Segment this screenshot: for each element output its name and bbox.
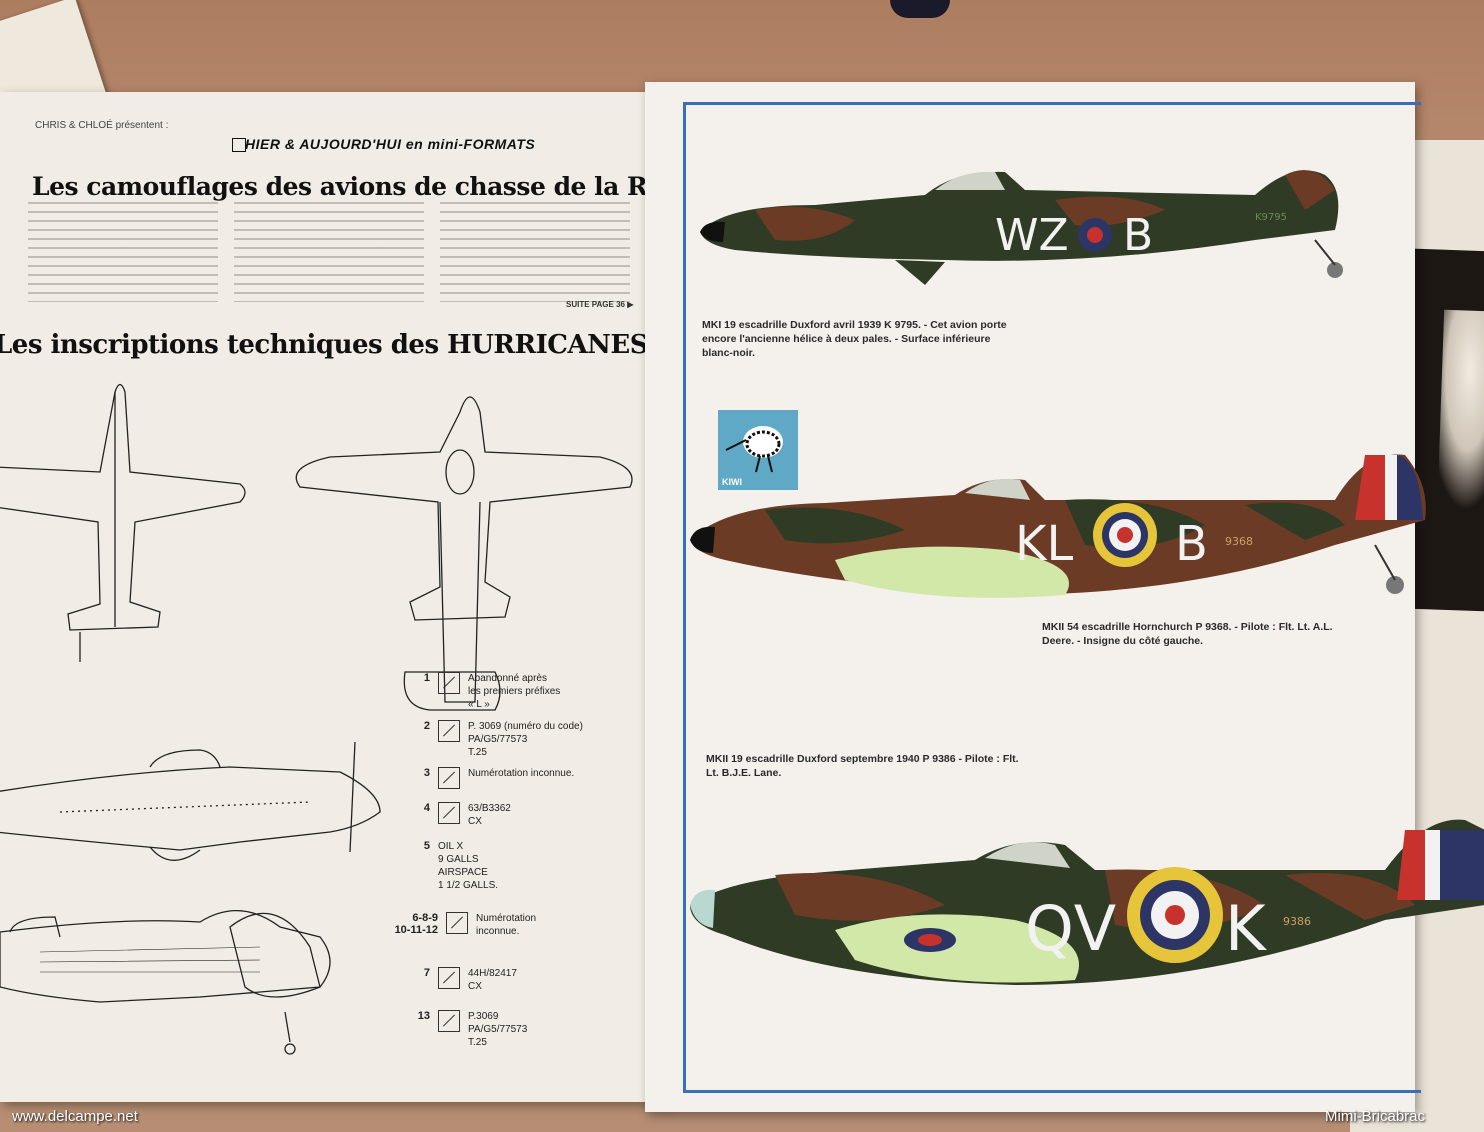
section-title: Les inscriptions techniques des HURRICAN…	[0, 330, 648, 360]
stencil-box	[446, 912, 468, 934]
code-left: QV	[1025, 892, 1116, 965]
body-column-3	[440, 202, 630, 302]
code-right: B	[1175, 516, 1208, 572]
dark-object	[890, 0, 950, 18]
series-box-left	[232, 138, 246, 152]
hurricane-side-view-1	[0, 741, 381, 861]
hurricane-line-drawings	[0, 383, 633, 1055]
caption-plane-1: MKI 19 escadrille Duxford avril 1939 K 9…	[702, 319, 1007, 359]
serial: 9386	[1283, 915, 1311, 928]
stencil-box	[438, 720, 460, 742]
stencil-box	[438, 767, 460, 789]
blue-frame	[683, 102, 1421, 1093]
article-title: Les camouflages des avions de chasse de …	[32, 172, 706, 201]
hurricane-bottom-view	[295, 396, 633, 711]
caption-plane-3: MKII 19 escadrille Duxford septembre 194…	[706, 753, 1019, 779]
code-left: KL	[1015, 516, 1073, 572]
kiwi-bird-icon	[725, 426, 783, 473]
serial: K9795	[1255, 212, 1287, 223]
spitfire-wz-b: WZ B K9795	[700, 170, 1343, 285]
stencil-box	[438, 802, 460, 824]
suite-page: SUITE PAGE 36 ▶	[566, 300, 634, 309]
series-title: HIER & AUJOURD'HUI en mini-FORMATS	[245, 136, 536, 152]
spitfire-kl-b: KL B 9368	[690, 454, 1426, 598]
body-column-1	[28, 202, 218, 302]
stencil-box	[438, 672, 460, 694]
code-left: WZ	[995, 210, 1069, 261]
stencil-box	[438, 967, 460, 989]
credit-line: CHRIS & CHLOÉ présentent :	[35, 120, 169, 131]
code-right: B	[1123, 210, 1153, 261]
hurricane-top-view-1	[0, 383, 246, 662]
kiwi-label: KIWI	[722, 477, 742, 487]
kiwi-logo: KIWI	[718, 410, 798, 490]
serial: 9368	[1225, 535, 1253, 548]
spitfire-qv-k: QV K 9386	[690, 819, 1484, 985]
left-page: CHRIS & CHLOÉ présentent : HIER & AUJOUR…	[0, 92, 706, 1102]
watermark-left: www.delcampe.net	[12, 1108, 138, 1125]
caption-plane-2: MKII 54 escadrille Hornchurch P 9368. - …	[1042, 621, 1333, 647]
stencil-box	[438, 1010, 460, 1032]
hurricane-side-view-2	[0, 910, 331, 1055]
code-right: K	[1225, 892, 1267, 965]
body-column-2	[234, 202, 424, 302]
watermark-right: Mimi-Bricabrac	[1325, 1108, 1426, 1125]
